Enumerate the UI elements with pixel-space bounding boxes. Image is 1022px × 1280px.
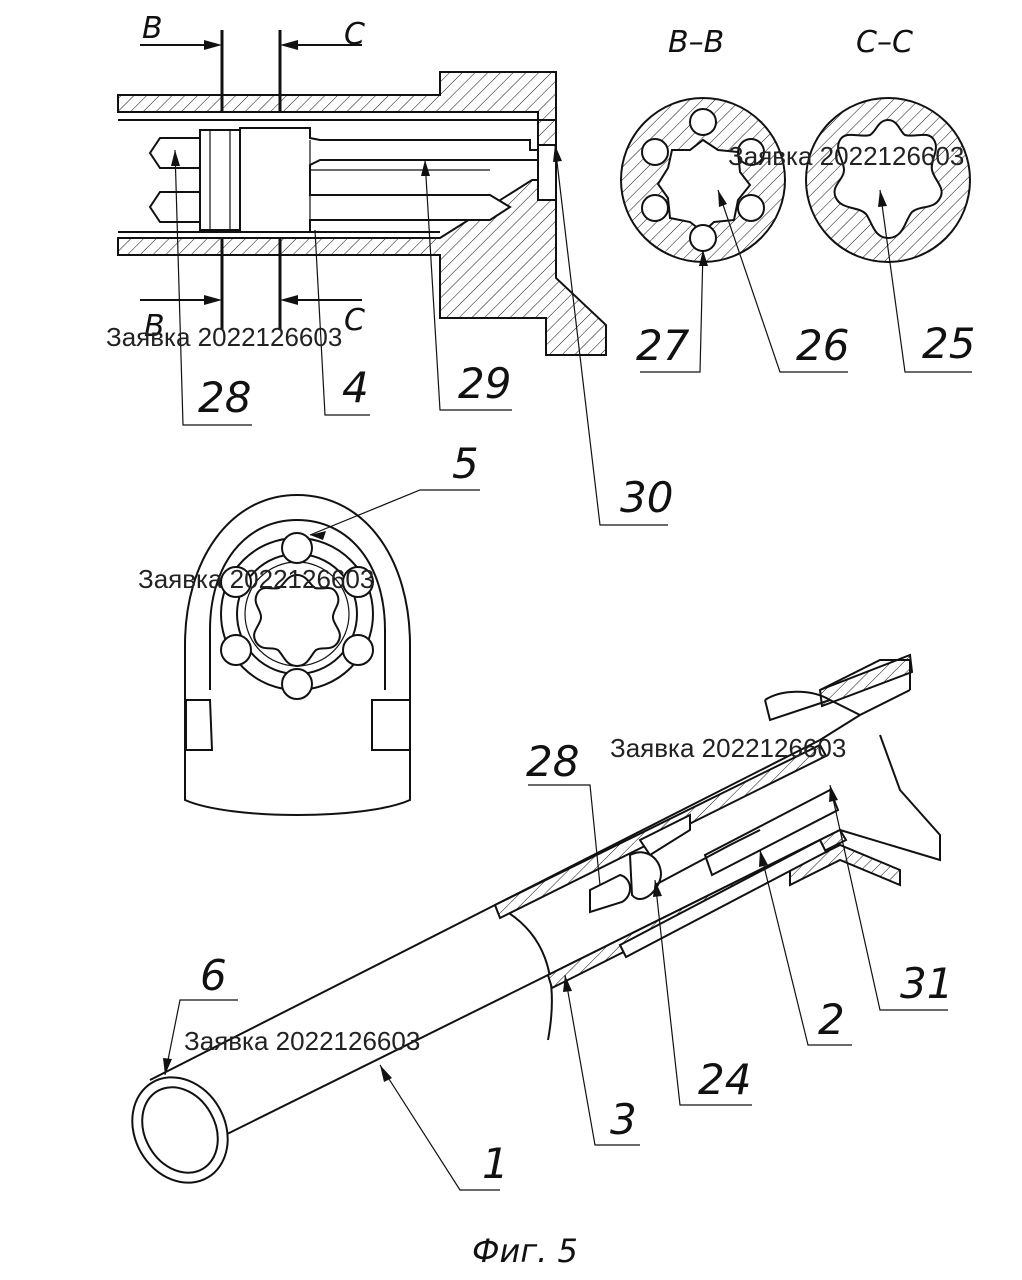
callout-27: 27 [636,321,690,370]
section-cc-title: C–C [856,25,913,60]
leaders-top-right: 27 26 25 [636,189,975,373]
watermark-5: Заявка 2022126603 [184,1026,420,1056]
watermark-4: Заявка 2022126603 [610,733,846,763]
section-bb-view: B–B [620,25,786,263]
callout-29: 29 [458,359,511,408]
section-mark-b-top: B [142,11,163,46]
section-cc-view: C–C [805,25,971,263]
callout-26: 26 [796,321,849,370]
section-mark-b-bottom: B [144,309,165,344]
section-mark-c-bottom: C [344,303,365,338]
end-stop [537,144,557,201]
callout-5: 5 [452,439,479,488]
callout-2: 2 [818,995,845,1044]
pin-lower [148,191,201,223]
hex-key [199,129,241,231]
longitudinal-section-view: B C B C [117,11,607,356]
callout-1: 1 [482,1139,509,1188]
end-view: 5 [184,439,480,816]
callout-3: 3 [610,1095,637,1144]
figure-caption: Фиг. 5 [472,1232,578,1270]
callout-28-bottom: 28 [526,737,579,786]
callout-25: 25 [922,319,975,368]
watermark-3: Заявка 2022126603 [138,564,374,594]
shaft [239,127,539,233]
watermark-2: Заявка 2022126603 [728,141,964,171]
leaders-top-left: 28 4 29 30 [171,144,673,526]
watermark-1: Заявка 2022126603 [106,322,342,352]
callout-6: 6 [200,951,227,1000]
callout-30: 30 [620,473,673,522]
callout-4: 4 [342,363,369,412]
section-mark-c-top: C [344,17,365,52]
perspective-view: 6 28 31 2 24 3 1 [131,653,953,1191]
callout-31: 31 [900,959,953,1008]
housing-bottom-wall [117,179,607,356]
callout-24: 24 [698,1055,751,1104]
callout-28-top: 28 [198,373,251,422]
section-bb-title: B–B [668,25,724,60]
